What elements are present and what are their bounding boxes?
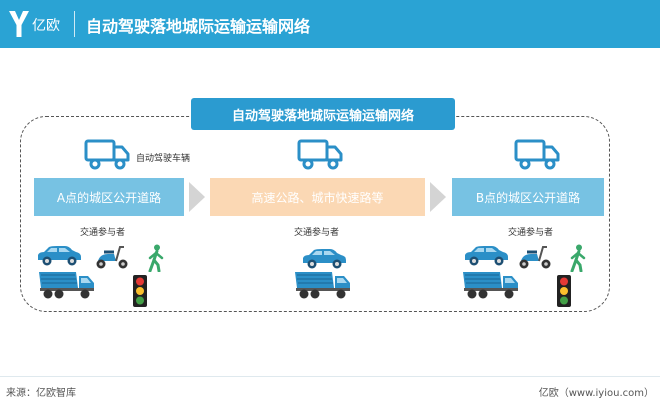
- car-icon: [465, 246, 508, 266]
- dump-truck-icon: [39, 272, 94, 299]
- footer-divider: [0, 376, 660, 377]
- truck-icon: [297, 139, 343, 170]
- road-highway: 高速公路、城市快速路等: [210, 178, 425, 216]
- participants-label: 交通参与者: [80, 228, 126, 238]
- site-link[interactable]: 亿欧（www.iyiou.com）: [538, 388, 654, 399]
- traffic-light-icon: [557, 275, 571, 307]
- scooter-icon: [96, 246, 128, 269]
- pedestrian-icon: [570, 244, 586, 272]
- vehicle-label: 自动驾驶车辆: [136, 154, 191, 164]
- traffic-light-icon: [133, 275, 147, 307]
- road-a-urban: A点的城区公开道路: [34, 178, 184, 216]
- participants-label: 交通参与者: [294, 228, 340, 238]
- car-icon: [303, 249, 346, 269]
- truck-icon: [514, 139, 560, 170]
- logo-text: 亿欧: [32, 18, 60, 34]
- arrow-right-icon: [189, 182, 205, 212]
- autonomous-truck-icon: [84, 139, 130, 170]
- scooter-icon: [519, 246, 551, 269]
- car-icon: [38, 246, 81, 266]
- page-title: 自动驾驶落地城际运输运输网络: [86, 17, 311, 36]
- participants-label: 交通参与者: [508, 228, 554, 238]
- network-label: 自动驾驶落地城际运输运输网络: [191, 98, 455, 130]
- road-b-urban: B点的城区公开道路: [452, 178, 604, 216]
- yiou-logo-icon: [9, 11, 29, 37]
- header-bar: 亿欧 自动驾驶落地城际运输运输网络: [0, 0, 660, 48]
- pedestrian-icon: [148, 244, 164, 272]
- dump-truck-icon: [295, 272, 350, 299]
- arrow-right-icon: [430, 182, 446, 212]
- dump-truck-icon: [463, 272, 518, 299]
- header-divider: [74, 11, 75, 37]
- source-text: 来源：亿欧智库: [6, 388, 76, 399]
